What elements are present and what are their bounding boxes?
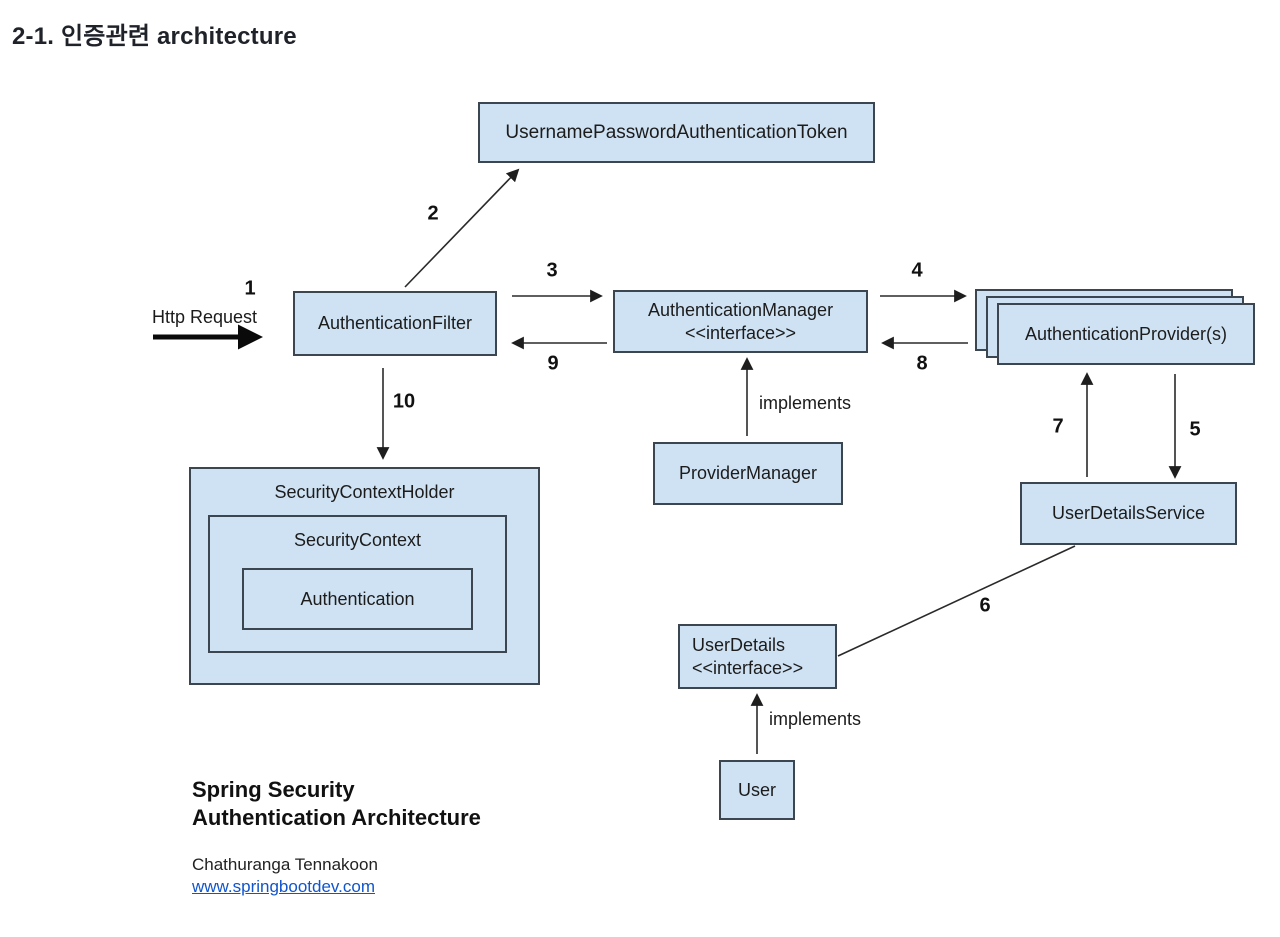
box-label: ProviderManager: [678, 463, 818, 484]
stereotype-label: <<interface>>: [684, 322, 797, 343]
step-number-9: 9: [547, 352, 559, 375]
diagram-footer: Spring Security Authentication Architect…: [192, 776, 481, 898]
box-label: UserDetailsService: [1051, 503, 1206, 524]
footer-title-line2: Authentication Architecture: [192, 805, 481, 830]
step-number-2: 2: [427, 202, 439, 225]
step-number-3: 3: [546, 259, 558, 282]
step-number-5: 5: [1189, 418, 1201, 441]
footer-author: Chathuranga Tennakoon: [192, 855, 378, 874]
step-number-10: 10: [392, 390, 416, 413]
implements-label-provider-manager: implements: [759, 393, 852, 413]
line-step-6-userdetails-to-uds: [837, 545, 1076, 657]
box-label: UserDetails: [692, 635, 786, 655]
box-label: SecurityContext: [293, 530, 422, 550]
box-label: UsernamePasswordAuthenticationToken: [505, 121, 848, 143]
box-provider-manager: ProviderManager: [653, 442, 843, 505]
box-label: AuthenticationFilter: [317, 313, 473, 334]
box-label: AuthenticationProvider(s): [1024, 323, 1228, 344]
page-title: 2-1. 인증관련 architecture: [12, 23, 297, 50]
box-user-details-service: UserDetailsService: [1020, 482, 1237, 545]
box-authentication-filter: AuthenticationFilter: [293, 291, 497, 356]
footer-website-link[interactable]: www.springbootdev.com: [192, 877, 375, 896]
box-label: User: [737, 779, 776, 800]
box-label: SecurityContextHolder: [274, 482, 455, 502]
box-authentication-providers: AuthenticationProvider(s): [997, 303, 1255, 365]
box-user: User: [719, 760, 795, 820]
footer-title-line1: Spring Security: [192, 777, 355, 802]
step-number-8: 8: [916, 352, 928, 375]
box-username-password-authentication-token: UsernamePasswordAuthenticationToken: [478, 102, 875, 163]
step-number-6: 6: [979, 594, 991, 617]
implements-label-user: implements: [769, 709, 862, 729]
http-request-label: Http Request: [152, 307, 258, 327]
arrow-step-2-filter-to-token: [404, 168, 520, 288]
box-authentication-manager: AuthenticationManager <<interface>>: [613, 290, 868, 353]
step-number-1: 1: [244, 277, 256, 300]
box-label: AuthenticationManager: [647, 300, 834, 320]
step-number-4: 4: [911, 259, 923, 282]
box-user-details: UserDetails <<interface>>: [678, 624, 837, 689]
stereotype-label: <<interface>>: [692, 657, 804, 678]
step-number-7: 7: [1052, 415, 1064, 438]
box-authentication: Authentication: [242, 568, 473, 630]
box-label: Authentication: [300, 588, 415, 609]
